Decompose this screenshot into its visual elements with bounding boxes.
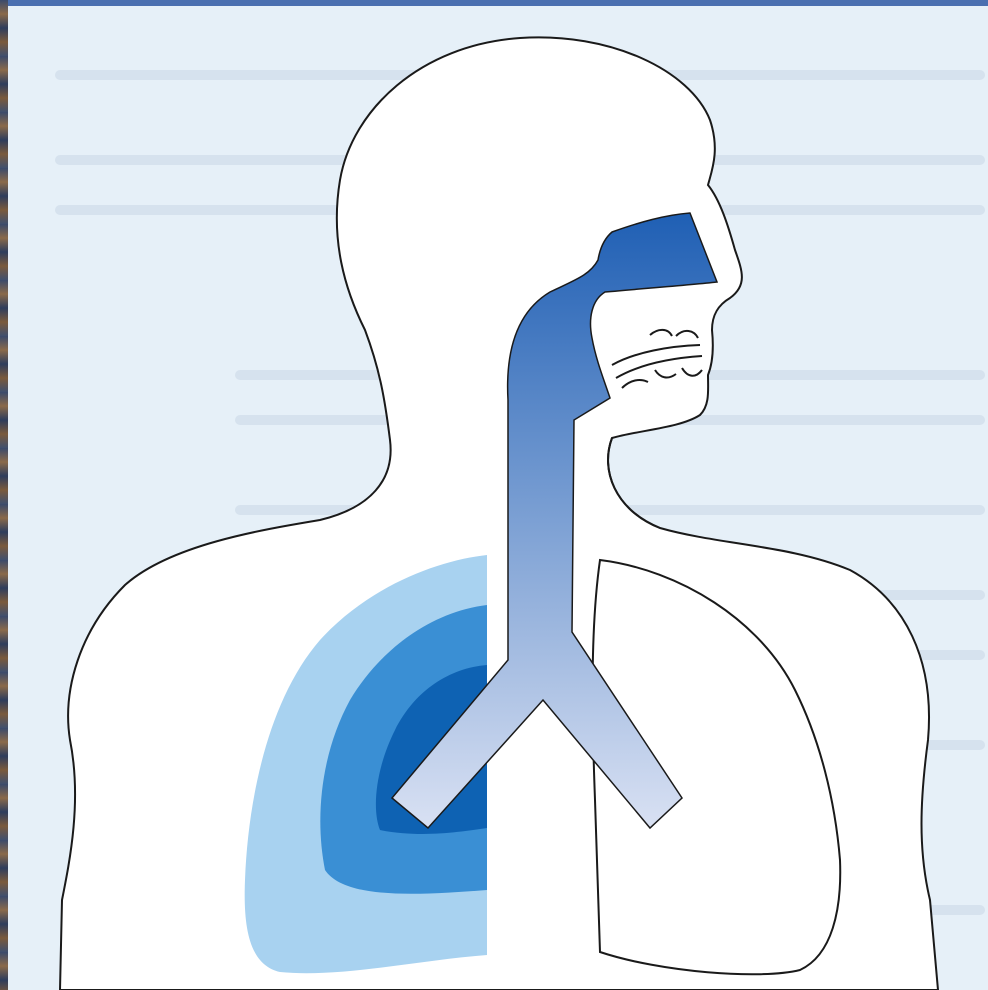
- diagram-canvas: [0, 0, 988, 990]
- respiratory-diagram: [0, 0, 988, 990]
